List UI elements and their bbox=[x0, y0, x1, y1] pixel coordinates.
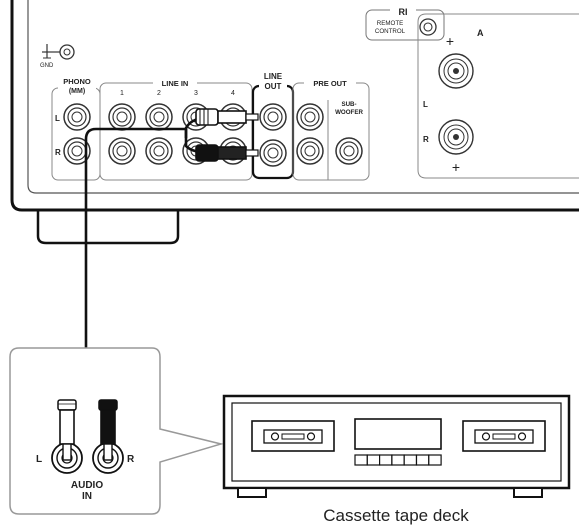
svg-text:A: A bbox=[477, 28, 484, 38]
line-in-num-1: 1 bbox=[120, 90, 124, 97]
receiver-foot bbox=[36, 210, 180, 245]
cassette-tape-deck: Cassette tape deck bbox=[222, 394, 571, 525]
jack-phono-l bbox=[63, 103, 91, 131]
jack-phono-r bbox=[63, 137, 91, 165]
panel-inner-edge bbox=[27, 0, 579, 194]
jack-line-out-r bbox=[259, 139, 287, 167]
line-in-num-4: 4 bbox=[231, 90, 235, 97]
line-in-num-3: 3 bbox=[194, 90, 198, 97]
deck-button bbox=[354, 454, 368, 466]
remote-control-label-2: CONTROL bbox=[375, 28, 406, 35]
line-in-num-2: 2 bbox=[157, 90, 161, 97]
deck-caption: Cassette tape deck bbox=[323, 506, 469, 525]
deck-button bbox=[428, 454, 442, 466]
speaker-terminal-block: A + L R + bbox=[417, 13, 579, 179]
deck-foot-left bbox=[237, 487, 267, 498]
speaker-plus-bottom: + bbox=[452, 159, 460, 175]
speaker-l-label: L bbox=[423, 100, 428, 109]
deck-button bbox=[415, 454, 430, 466]
jack-pre-out-l bbox=[296, 103, 324, 131]
subwoofer-label-1: SUB- bbox=[341, 101, 356, 108]
plug-black bbox=[195, 144, 259, 162]
gnd-terminal: GND bbox=[40, 44, 75, 69]
pre-out-label: PRE OUT bbox=[313, 79, 347, 88]
cassette-door-left bbox=[251, 420, 335, 452]
deck-button bbox=[366, 454, 381, 466]
line-out-label-1: LINE bbox=[264, 72, 283, 81]
line-in-label: LINE IN bbox=[162, 79, 189, 88]
jack-line-in-1-l bbox=[108, 103, 136, 131]
deck-foot-right bbox=[513, 487, 543, 498]
deck-button bbox=[403, 454, 418, 466]
deck-front-panel bbox=[231, 402, 562, 482]
audio-in-inset: L R AUDIO IN bbox=[9, 347, 224, 515]
speaker-r-label: R bbox=[423, 135, 429, 144]
deck-button bbox=[379, 454, 393, 466]
plug-white bbox=[195, 108, 259, 126]
audio-in-l-label: L bbox=[36, 454, 42, 465]
ri-remote-control: RI REMOTE CONTROL bbox=[365, 6, 445, 41]
phono-sub-label: (MM) bbox=[69, 88, 85, 95]
jack-line-in-2-r bbox=[145, 137, 173, 165]
deck-button bbox=[391, 454, 405, 466]
receiver-rear-panel: GND PHONO (MM) L R LINE IN 1 2 3 4 LINE … bbox=[10, 0, 579, 245]
phono-r-label: R bbox=[55, 148, 61, 157]
subwoofer-label-2: WOOFER bbox=[335, 109, 363, 116]
inset-plug-black bbox=[98, 399, 118, 461]
line-in-group-box bbox=[99, 82, 253, 181]
cassette-door-right bbox=[462, 420, 546, 452]
deck-display bbox=[354, 418, 442, 450]
jack-line-out-l bbox=[259, 103, 287, 131]
jack-line-in-2-l bbox=[145, 103, 173, 131]
jack-subwoofer bbox=[335, 137, 363, 165]
audio-in-r-label: R bbox=[127, 454, 135, 465]
jack-pre-out-r bbox=[296, 137, 324, 165]
chassis-outline bbox=[10, 0, 579, 212]
audio-in-label-2: IN bbox=[82, 491, 92, 502]
phono-l-label: L bbox=[55, 114, 60, 123]
gnd-label: GND bbox=[40, 63, 54, 69]
pre-out-group-box bbox=[292, 82, 370, 181]
line-out-label-2: OUT bbox=[265, 82, 282, 91]
speaker-plus-top: + bbox=[446, 33, 454, 49]
phono-label: PHONO bbox=[63, 77, 91, 86]
ri-label: RI bbox=[399, 7, 408, 17]
inset-plug-white bbox=[57, 399, 77, 461]
deck-button-row bbox=[354, 454, 442, 466]
audio-in-label-1: AUDIO bbox=[71, 480, 103, 491]
remote-control-label-1: REMOTE bbox=[377, 20, 403, 27]
jack-line-in-1-r bbox=[108, 137, 136, 165]
phono-group-box bbox=[51, 87, 101, 181]
